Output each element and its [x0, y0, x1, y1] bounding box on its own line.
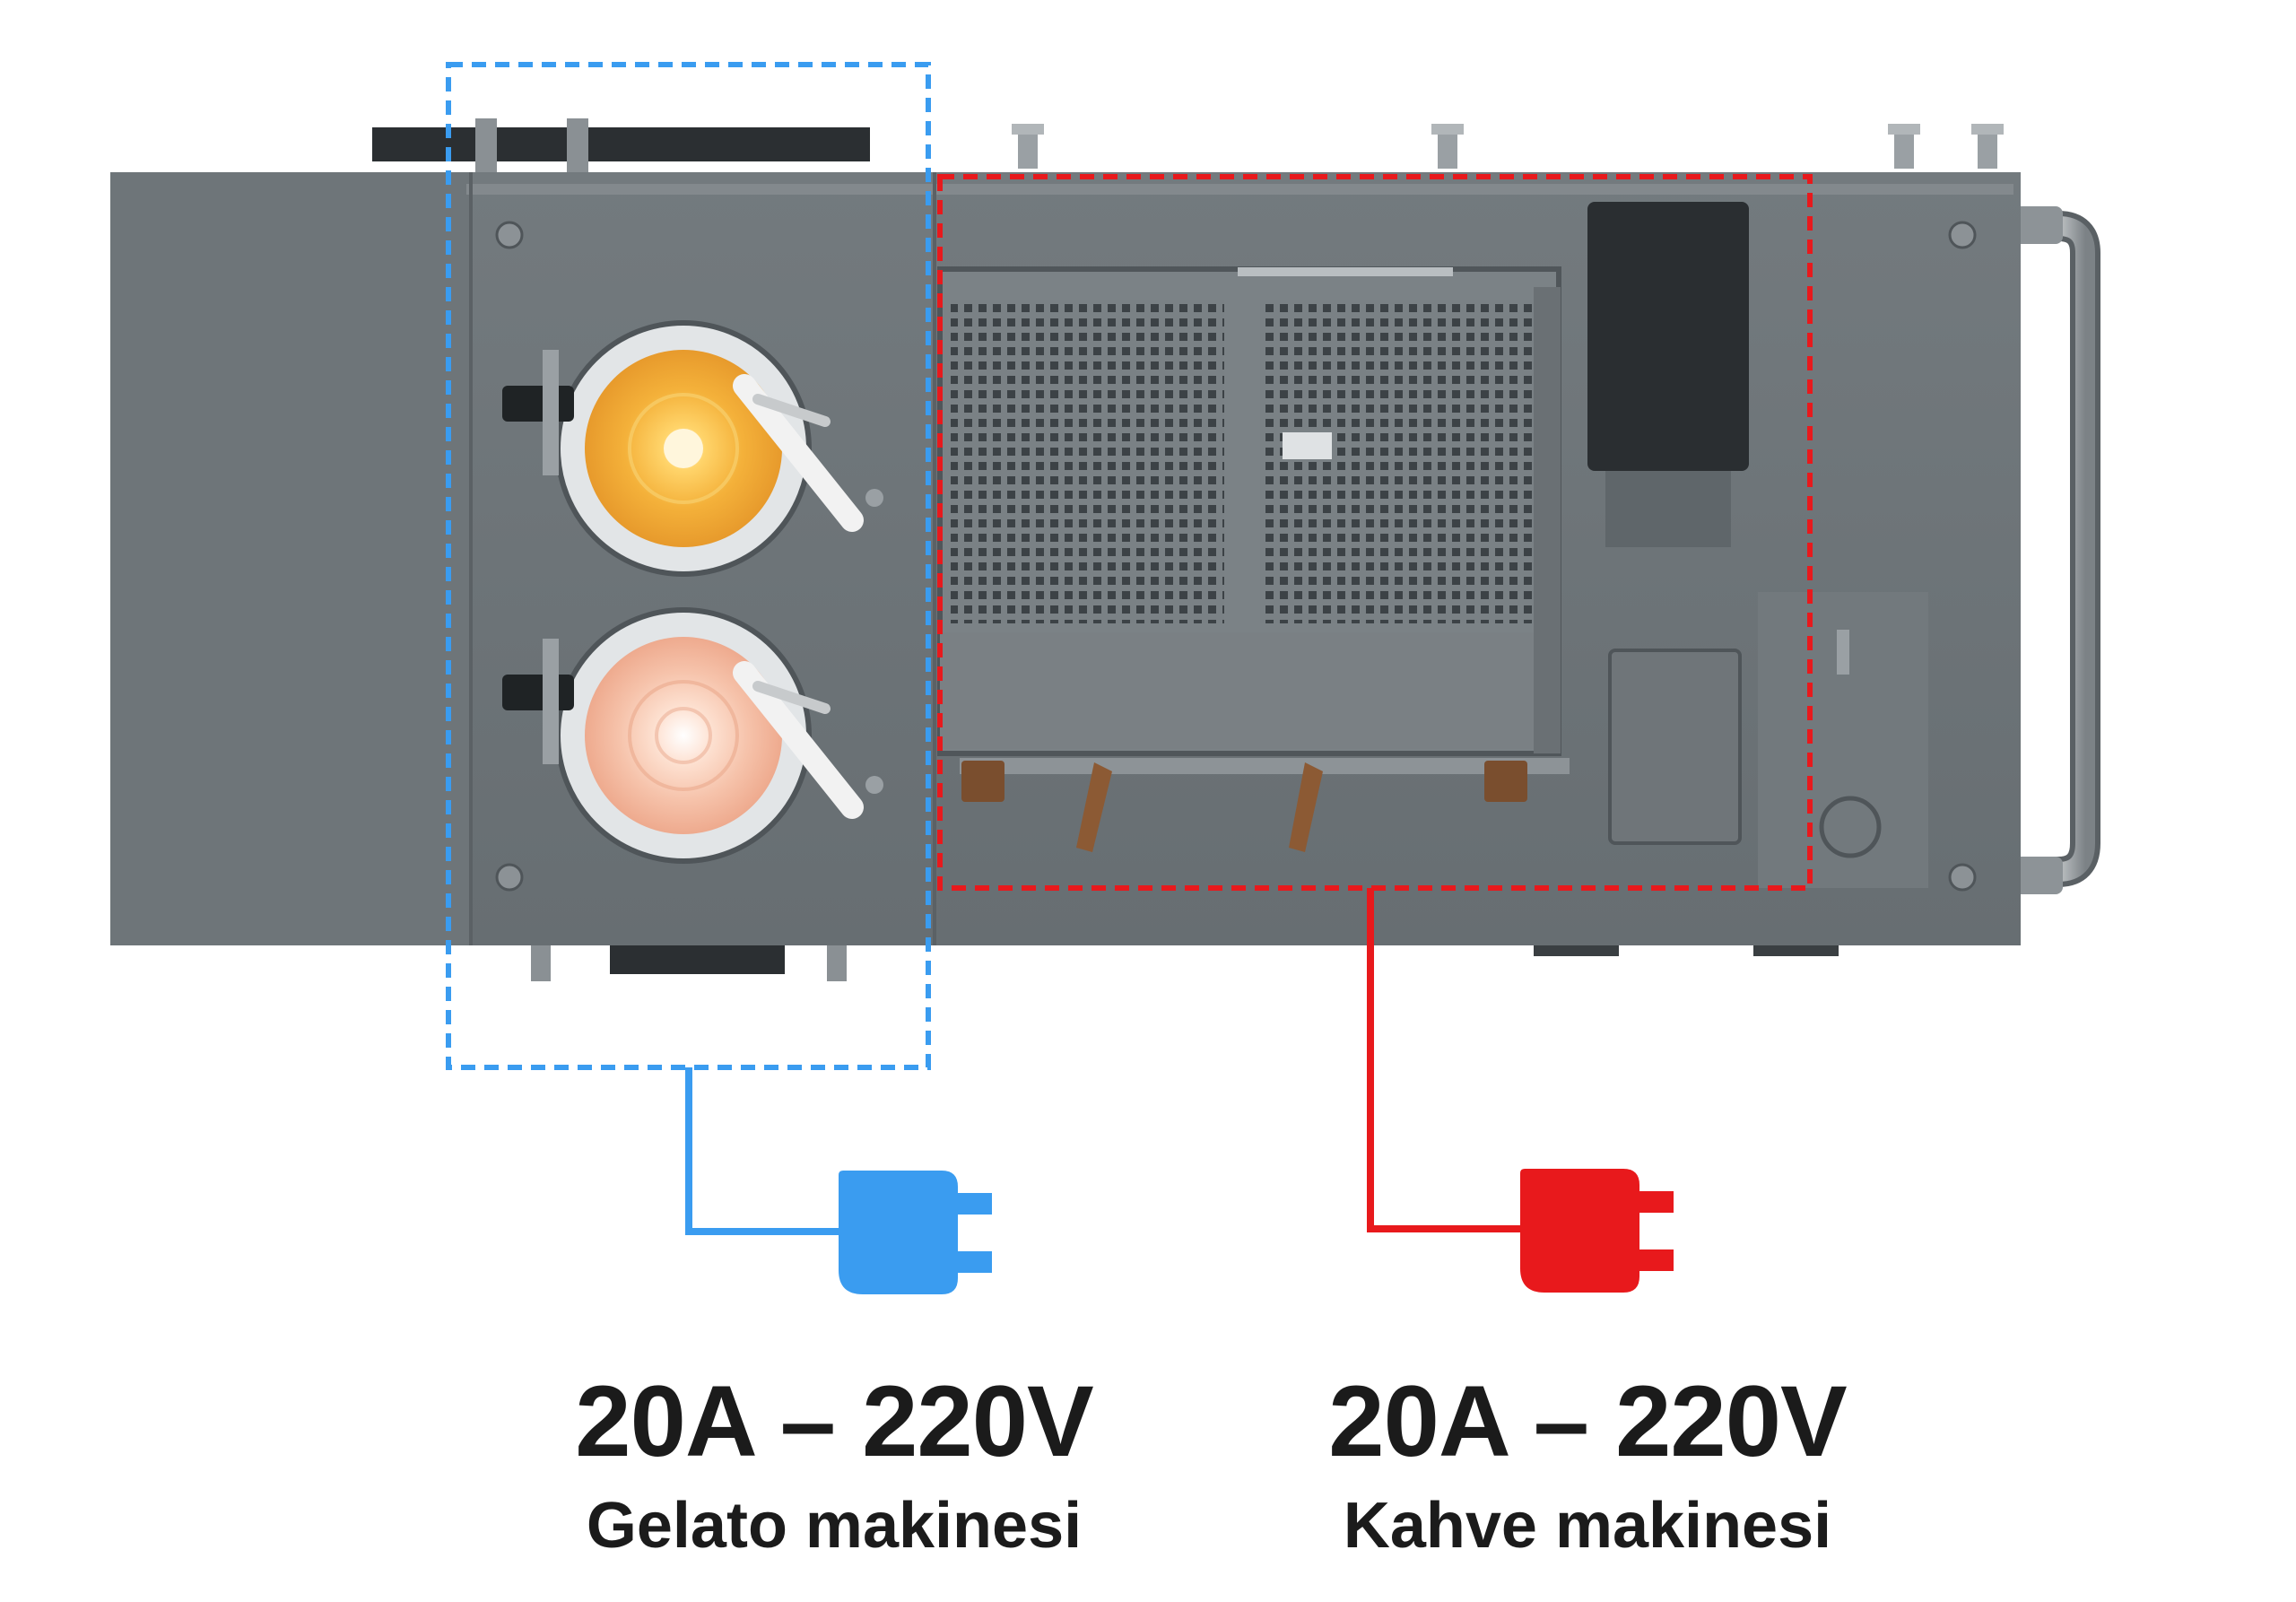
gelato-bowl-bottom: [502, 607, 883, 864]
gelato-zone: [446, 62, 992, 1294]
gelato-machine-name: Gelato makinesi: [586, 1490, 1083, 1562]
gelato-power-spec: 20A – 220V: [575, 1365, 1093, 1477]
corner-screws: [495, 221, 1977, 892]
coffee-power-spec: 20A – 220V: [1328, 1365, 1847, 1477]
grille-unit: [937, 266, 1570, 774]
coffee-machine-name: Kahve makinesi: [1343, 1490, 1832, 1562]
power-plug-icon: [839, 1171, 992, 1294]
coffee-zone-outline: [937, 174, 1813, 891]
coffee-accessories: [961, 202, 1882, 858]
coffee-power-label: 20A – 220V Kahve makinesi: [1247, 1368, 1928, 1563]
side-handle: [2009, 206, 2100, 894]
bottom-feet: [531, 945, 1839, 981]
gelato-power-label: 20A – 220V Gelato makinesi: [502, 1368, 1166, 1563]
power-plug-icon: [1520, 1169, 1674, 1293]
gelato-power-cable: [685, 1067, 839, 1235]
gelato-bowl-top: [502, 320, 883, 577]
coffee-zone: [937, 174, 1813, 1293]
coffee-power-cable: [1367, 888, 1520, 1232]
gelato-zone-outline: [446, 62, 931, 1070]
top-rail: [372, 118, 2004, 181]
